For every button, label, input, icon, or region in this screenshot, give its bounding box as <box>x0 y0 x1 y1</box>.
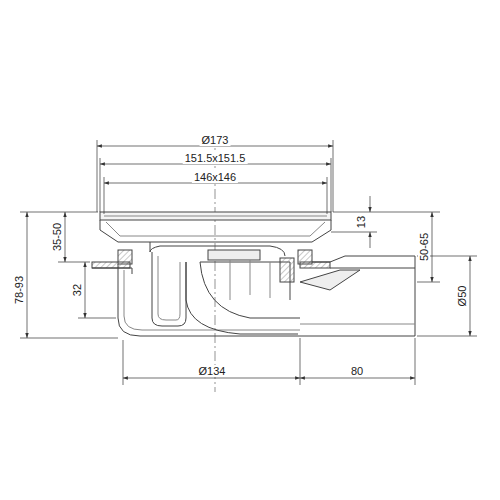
dimension-label: Ø50 <box>456 284 468 309</box>
dimension-label: 50-65 <box>418 231 430 263</box>
dimension-lines <box>20 140 477 385</box>
dimension-label: Ø134 <box>197 365 228 377</box>
dimension-label: 32 <box>71 282 83 298</box>
dimension-label: 146x146 <box>192 171 238 183</box>
dimension-label: 78-93 <box>13 274 25 306</box>
dimension-label: 151.5x151.5 <box>183 152 248 164</box>
drain-body <box>92 212 415 336</box>
dimension-label: 80 <box>349 365 365 377</box>
dimension-label: 35-50 <box>51 221 63 253</box>
dimension-label: 13 <box>355 214 367 230</box>
dimension-label: Ø173 <box>200 134 231 146</box>
